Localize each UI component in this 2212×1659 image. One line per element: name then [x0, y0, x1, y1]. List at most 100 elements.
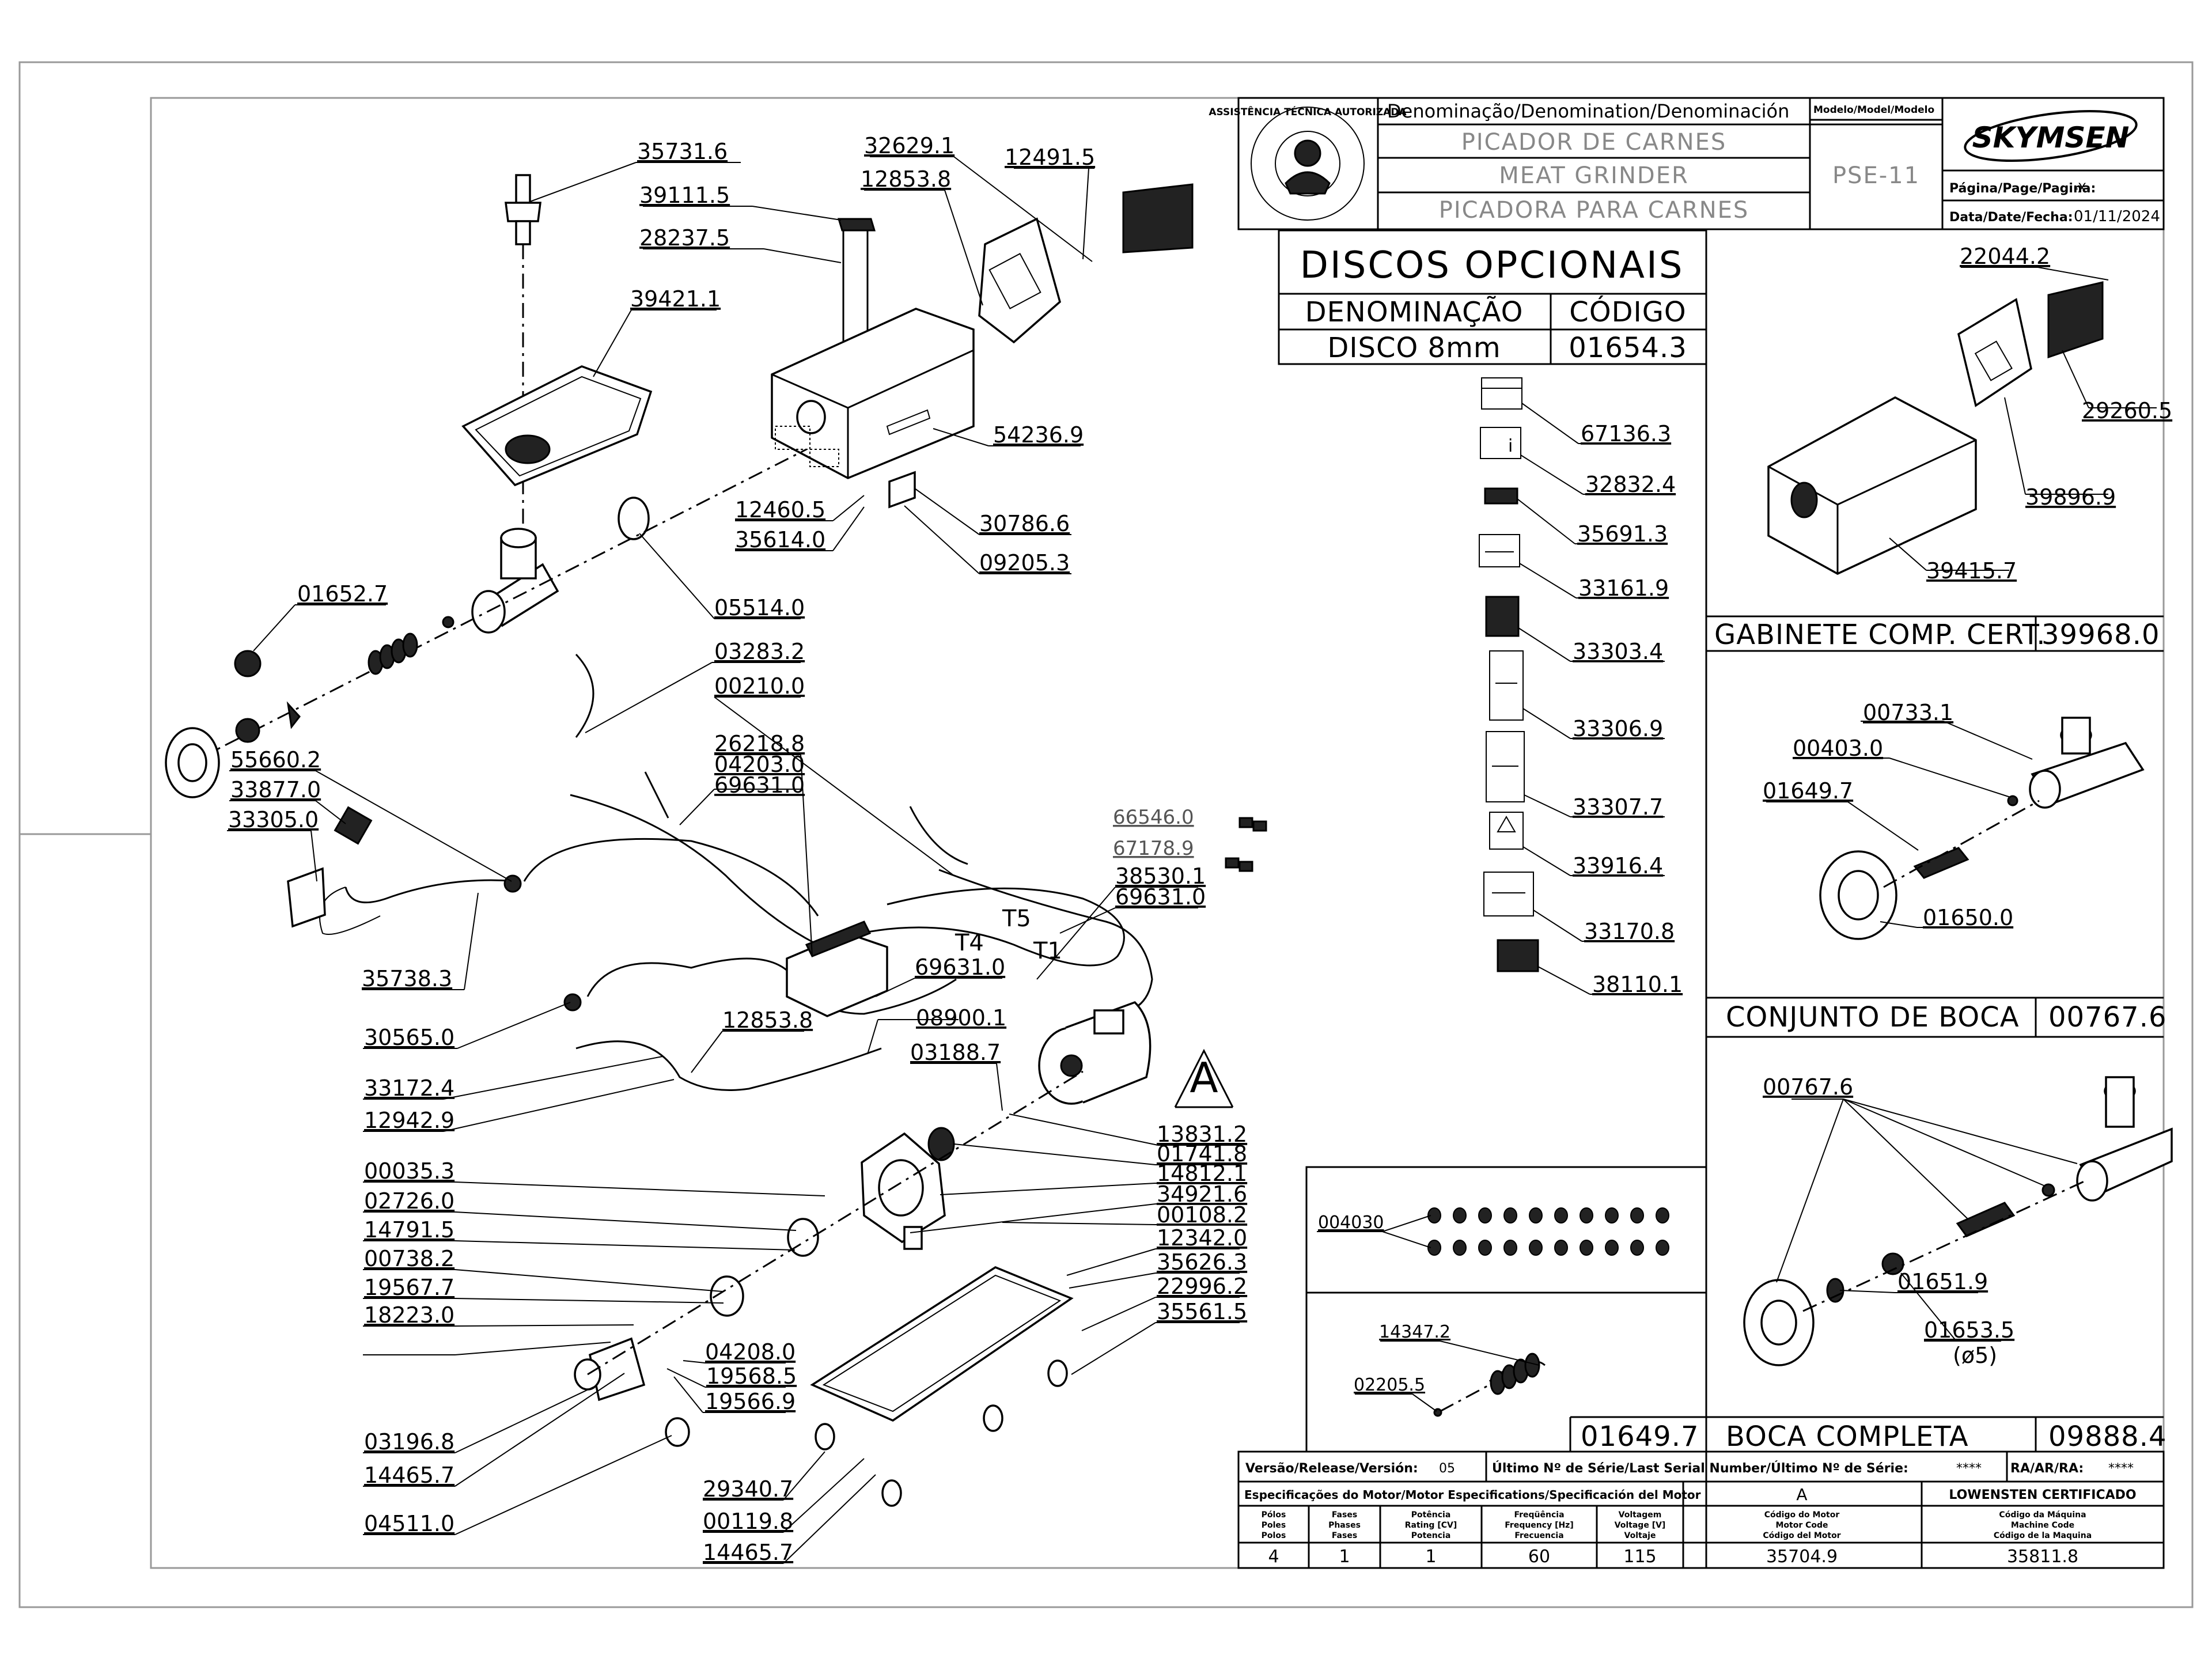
spec-machine-code: 35811.8 [2007, 1547, 2078, 1567]
part-label: 13831.2 [1157, 1122, 1247, 1147]
spec-frequency: 60 [1528, 1547, 1550, 1567]
mouth-set-title: CONJUNTO DE BOCA [1726, 1001, 2020, 1033]
part-label: 35614.0 [735, 527, 825, 552]
washer [1453, 1207, 1467, 1224]
sticker-label: 33307.7 [1573, 794, 1663, 820]
part-label: 14465.7 [703, 1540, 793, 1565]
part-label: 35561.5 [1157, 1299, 1247, 1324]
svg-text:Voltagem: Voltagem [1619, 1510, 1662, 1520]
svg-text:Fases: Fases [1332, 1531, 1357, 1540]
power-plug [287, 806, 373, 928]
washer-label: 004030 [1318, 1213, 1384, 1233]
capacitor-blocks [1225, 817, 1267, 872]
page-value: -X- [2074, 181, 2090, 196]
sticker-label: 33303.4 [1573, 639, 1663, 664]
part-label: 18223.0 [364, 1302, 454, 1328]
cabinet-label: 29260.5 [2082, 398, 2172, 423]
washer [1554, 1240, 1568, 1256]
part-label: 09205.3 [979, 550, 1070, 575]
mouth-set-label: 01650.0 [1923, 905, 2013, 930]
ring-nut [165, 727, 220, 798]
handle-rod [837, 218, 876, 357]
part-label: 14812.1 [1157, 1161, 1247, 1186]
part-label: 22996.2 [1157, 1274, 1247, 1299]
svg-text:Código de la Maquina: Código de la Maquina [1994, 1531, 2092, 1540]
part-label: 00035.3 [364, 1158, 454, 1184]
full-mouth-label: 01651.9 [1897, 1269, 1988, 1294]
svg-text:Motor Code: Motor Code [1775, 1521, 1828, 1530]
seal-disk [618, 497, 650, 540]
part-label: 05514.0 [714, 595, 805, 620]
disc-name: DISCO 8mm [1327, 332, 1501, 364]
part-label: 12942.9 [364, 1108, 454, 1133]
cabinet-housing [771, 308, 975, 479]
washer [1605, 1207, 1619, 1224]
knife-disc [235, 718, 260, 743]
part-label: 00738.2 [364, 1246, 454, 1271]
part-label: 01652.7 [297, 581, 388, 607]
washer [1656, 1240, 1669, 1256]
svg-text:i: i [1508, 436, 1513, 456]
part-label: 03196.8 [364, 1429, 454, 1455]
svg-text:Código da Máquina: Código da Máquina [1999, 1510, 2086, 1520]
svg-text:Voltaje: Voltaje [1624, 1531, 1656, 1540]
washer [1427, 1240, 1441, 1256]
date-value: 01/11/2024 [2074, 208, 2160, 225]
part-label: 30786.6 [979, 511, 1070, 536]
part-label: 33877.0 [230, 777, 321, 802]
name-es: PICADORA PARA CARNES [1439, 197, 1749, 224]
full-mouth-label: (ø5) [1953, 1343, 1997, 1368]
date-label: Data/Date/Fecha: [1949, 210, 2073, 225]
part-label: 19568.5 [706, 1363, 797, 1389]
part-label: 67178.9 [1113, 837, 1194, 860]
worm-label: 02205.5 [1354, 1375, 1425, 1395]
serial-label: Último Nº de Série/Last Serial Number/Úl… [1492, 1461, 1908, 1476]
sticker-label: 33916.4 [1573, 853, 1663, 878]
part-label: 28237.5 [639, 225, 730, 251]
washer [1656, 1207, 1669, 1224]
disc [234, 650, 262, 677]
part-label: 39111.5 [639, 183, 730, 208]
part-label: 33172.4 [364, 1075, 454, 1101]
part-label: 02726.0 [364, 1188, 454, 1214]
motor-marker: A [1796, 1485, 1807, 1504]
worm-label: 14347.2 [1379, 1322, 1450, 1342]
part-label: 14791.5 [364, 1217, 454, 1243]
gearbox [861, 1132, 946, 1250]
sticker-label: 38110.1 [1592, 972, 1683, 997]
mouth-set-panel: 00733.1 00403.0 01649.7 01650.0 CONJUNTO… [1706, 700, 2166, 1038]
cabinet-code: 39968.0 [2041, 619, 2160, 651]
part-label: 19567.7 [364, 1275, 454, 1300]
model-value: PSE-11 [1832, 162, 1920, 189]
washer [1453, 1240, 1467, 1256]
cable-gland [503, 874, 522, 893]
part-label: 00210.0 [714, 673, 805, 699]
knife [286, 701, 301, 729]
part-label: 30565.0 [364, 1025, 454, 1050]
cabinet-label: 39896.9 [2025, 484, 2116, 510]
part-label: 04203.0 [714, 752, 805, 777]
col-denomination: DENOMINAÇÃO [1305, 296, 1524, 328]
right-panel-frames [1705, 229, 2164, 1568]
authorized-service-seal: ASSISTÊNCIA TÉCNICA AUTORIZADA [1209, 105, 1407, 221]
part-label: 26218.8 [714, 731, 805, 756]
sticker-label: 35691.3 [1577, 521, 1668, 547]
motor-manufacturer: LOWENSTEN CERTIFICADO [1949, 1488, 2136, 1502]
part-label: 14465.7 [364, 1463, 454, 1488]
part-label: 39421.1 [630, 286, 721, 312]
full-mouth-code: 09888.4 [2048, 1421, 2167, 1453]
cabinet-kit-panel: 22044.2 29260.5 39896.9 39415.7 GABINETE… [1706, 244, 2172, 651]
wire-tag-t5: T5 [1002, 906, 1031, 932]
mouth-set-label: 01649.7 [1763, 778, 1853, 804]
svg-text:Código do Motor: Código do Motor [1764, 1510, 1840, 1520]
serial-value: **** [1956, 1461, 1982, 1476]
svg-text:Rating [CV]: Rating [CV] [1405, 1521, 1457, 1530]
brand-logo: SKYMSEN [1964, 109, 2138, 162]
washer [1605, 1240, 1619, 1256]
spec-motor-code: 35704.9 [1766, 1547, 1838, 1567]
leader-lines [227, 156, 1240, 1564]
release-value: 05 [1439, 1461, 1455, 1476]
part-label: 12342.0 [1157, 1225, 1247, 1251]
ra-value: **** [2108, 1461, 2134, 1476]
motor-spec-table: Especificações do Motor/Motor Especifica… [1237, 1480, 2165, 1569]
